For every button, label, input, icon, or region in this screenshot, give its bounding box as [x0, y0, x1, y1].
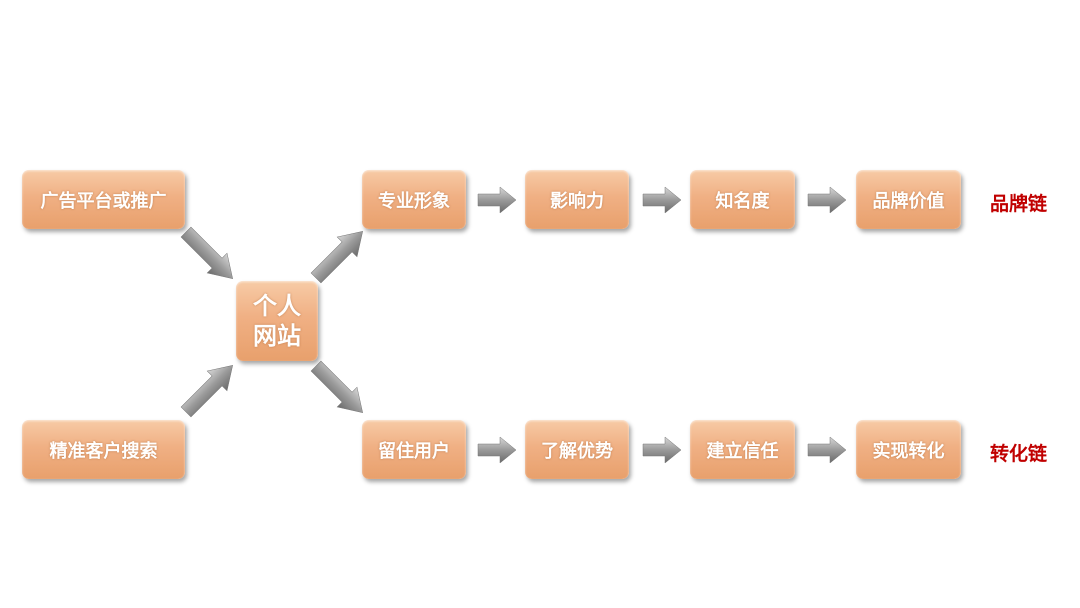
arrow-icon	[305, 221, 373, 289]
arrow-icon	[807, 436, 847, 464]
arrow-icon	[807, 186, 847, 214]
arrow-icon	[477, 186, 517, 214]
arrow-icon	[642, 186, 682, 214]
center-line1: 个人	[253, 292, 301, 320]
arrow-icon	[477, 436, 517, 464]
arrow-icon	[642, 436, 682, 464]
brand-step: 品牌价值	[856, 170, 961, 229]
brand-step: 影响力	[525, 170, 629, 229]
source-ad-platform: 广告平台或推广	[22, 170, 185, 229]
conversion-step: 实现转化	[856, 420, 961, 479]
conversion-step: 了解优势	[525, 420, 629, 479]
conversion-step: 建立信任	[690, 420, 795, 479]
conversion-chain-label: 转化链	[990, 443, 1048, 465]
arrow-icon	[175, 355, 243, 423]
center-personal-website: 个人 网站	[236, 281, 318, 361]
brand-chain-label: 品牌链	[990, 193, 1048, 215]
center-line2: 网站	[253, 322, 301, 350]
source-precise-search: 精准客户搜索	[22, 420, 185, 479]
arrow-icon	[305, 355, 373, 423]
brand-step: 知名度	[690, 170, 795, 229]
arrow-icon	[175, 221, 243, 289]
conversion-step: 留住用户	[362, 420, 466, 479]
brand-step: 专业形象	[362, 170, 466, 229]
